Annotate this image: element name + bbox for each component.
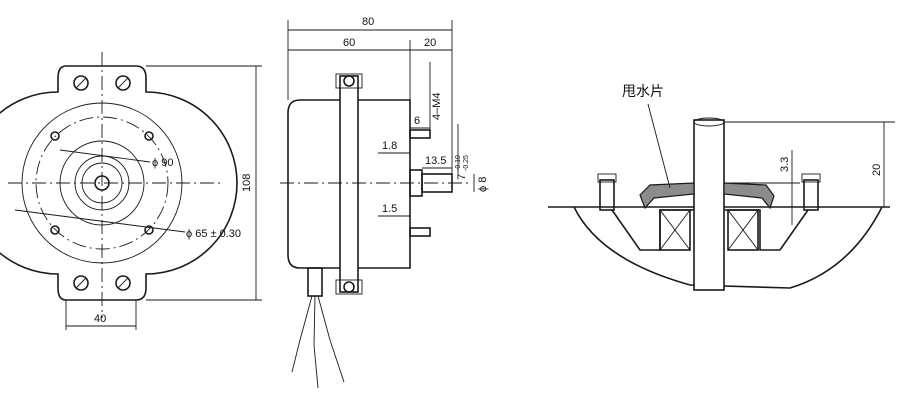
side-flange-tab-bottom <box>335 279 363 295</box>
detail-slinger-left <box>639 182 695 210</box>
side-wire-1 <box>291 295 313 373</box>
detail-cup-left <box>611 209 694 251</box>
front-hole-1 <box>50 131 60 141</box>
dim-4m4: 4–M4 <box>431 92 443 120</box>
dim-108: 108 <box>241 174 253 192</box>
detail-slinger-right <box>723 182 775 210</box>
side-flange <box>339 75 359 293</box>
dim-1-8: 1.8 <box>382 140 397 152</box>
front-hole-4 <box>144 225 154 235</box>
side-body-outline <box>287 99 411 269</box>
dim-40: 40 <box>94 313 106 325</box>
dim-7-tol-upper: -0.10 <box>455 155 462 171</box>
detail-stud-left-head <box>597 173 617 183</box>
detail-view: 甩水片 3.3 20 <box>548 84 895 291</box>
detail-bearing-left <box>659 209 691 251</box>
detail-cup-right <box>724 209 809 251</box>
front-bolt-circle <box>35 116 169 250</box>
side-view: 80 60 20 4–M4 6 1.8 13.5 7 -0.10 -0.25 ϕ… <box>280 16 489 389</box>
dim-phi65: ϕ 65 ± 0.30 <box>186 228 241 240</box>
dim-phi8: ϕ 8 <box>477 177 489 192</box>
dim-6: 6 <box>414 115 420 127</box>
side-stud-top <box>409 129 431 139</box>
detail-stud-right-head <box>801 173 821 183</box>
front-shaft-circle <box>94 175 110 191</box>
side-screw-top <box>343 75 355 87</box>
screw-bottom-right <box>115 275 131 291</box>
dim-20: 20 <box>424 37 436 49</box>
dim-60: 60 <box>343 37 355 49</box>
dim-13-5: 13.5 <box>425 155 446 167</box>
detail-housing-curve <box>573 206 883 289</box>
detail-bearing-right <box>727 209 759 251</box>
screw-top-left <box>73 75 89 91</box>
side-flange-tab-top <box>335 73 363 89</box>
screw-bottom-left <box>73 275 89 291</box>
label-slinger: 甩水片 <box>622 84 664 100</box>
screw-top-right <box>115 75 131 91</box>
phi65-leader <box>14 209 186 233</box>
front-rim-circle <box>21 102 183 264</box>
side-wire-3 <box>317 295 345 383</box>
dim-7-tol-lower: -0.25 <box>463 155 470 171</box>
dim-1-5: 1.5 <box>382 203 397 215</box>
front-hole-3 <box>50 225 60 235</box>
detail-shaft <box>693 119 725 291</box>
front-boss-circle <box>59 140 145 226</box>
detail-stud-right <box>803 179 819 211</box>
dim-7: 7 <box>456 174 468 180</box>
dim-3-3: 3.3 <box>779 157 791 172</box>
phi90-leader <box>59 149 151 163</box>
detail-bearing-right-x2 <box>727 209 759 251</box>
detail-stud-left <box>599 179 615 211</box>
front-hole-2 <box>144 131 154 141</box>
side-cable-grommet <box>307 267 323 297</box>
dim-phi90: ϕ 90 <box>152 157 173 169</box>
side-stud-bottom <box>409 227 431 237</box>
front-hub-inner-circle <box>81 162 123 204</box>
dim-80: 80 <box>362 16 374 28</box>
front-view: ϕ 90 ϕ 65 ± 0.30 40 108 <box>0 52 262 330</box>
slinger-leader <box>647 103 671 189</box>
side-screw-bottom <box>343 281 355 293</box>
side-wire-2 <box>313 295 319 389</box>
detail-bearing-left-x2 <box>659 209 691 251</box>
dim-20-detail: 20 <box>871 164 883 176</box>
